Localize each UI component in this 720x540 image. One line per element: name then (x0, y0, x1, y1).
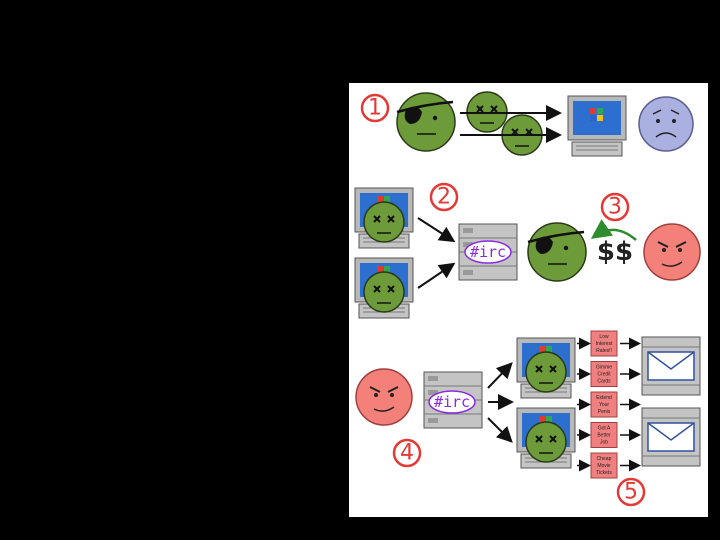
irc-label: #irc (470, 243, 506, 261)
spam-message-text: Your (599, 402, 609, 408)
envelope-icon (641, 407, 701, 467)
spam-message-text: Better (597, 433, 611, 439)
spam-message-text: Extend (596, 395, 612, 401)
irc-bubble (464, 240, 512, 264)
step-number-3: 3 (608, 195, 622, 220)
step-number-badge (616, 477, 646, 507)
pirate-face-icon (526, 221, 588, 283)
step-number-4: 4 (400, 441, 414, 466)
spam-message-text: Low (599, 334, 609, 340)
spam-message-text: Interest (596, 341, 613, 347)
spam-message-text: Gimme (596, 365, 612, 371)
arrow-icon (417, 217, 456, 243)
step-3-group: 3 $$ (590, 192, 701, 281)
infected-computer-icon (516, 337, 576, 399)
step-number-badge (600, 192, 630, 222)
spam-message-box (590, 361, 618, 387)
spam-message-text: Job (600, 440, 608, 446)
spam-message-text: Got A (598, 426, 611, 432)
spam-message-box (590, 330, 618, 357)
infected-computer-icon (516, 407, 576, 469)
angry-face-icon (355, 368, 413, 426)
step-number-5: 5 (624, 480, 638, 505)
spam-message-box (590, 422, 618, 448)
computer-icon (567, 95, 627, 157)
step-1-group: 1 (360, 91, 694, 157)
arrow-icon (487, 362, 513, 389)
envelope-icon (641, 336, 701, 396)
arrow-icon (487, 417, 513, 443)
step-number-1: 1 (368, 96, 382, 121)
step-2-group: 2 #irc (354, 182, 588, 319)
spam-message-text: Movie (597, 463, 611, 469)
spam-message-text: Credit (597, 372, 611, 378)
infected-computer-icon (354, 187, 414, 249)
spam-message-box (590, 391, 618, 418)
irc-bubble (428, 390, 476, 414)
spam-message-text: Cheap (597, 456, 612, 462)
angry-face-icon (643, 223, 701, 281)
step-number-badge (392, 438, 422, 468)
spam-message-text: Tickets (596, 470, 612, 476)
pirate-face-icon (395, 91, 457, 153)
step-number-badge (429, 182, 459, 212)
spam-message-text: Penis (598, 409, 611, 415)
spam-message-box (590, 452, 618, 479)
infected-computer-icon (354, 257, 414, 319)
step-number-2: 2 (437, 185, 451, 210)
arrow-icon (590, 219, 637, 241)
spam-message-text: Cards (597, 379, 611, 385)
sad-face-icon (638, 96, 694, 152)
irc-label: #irc (434, 393, 470, 411)
spam-message-text: Rates!! (596, 348, 612, 354)
step-number-badge (360, 93, 390, 123)
payment-label: $$ (597, 237, 633, 267)
step-4-group: 4 #irc (355, 337, 576, 469)
arrow-icon (417, 262, 456, 289)
